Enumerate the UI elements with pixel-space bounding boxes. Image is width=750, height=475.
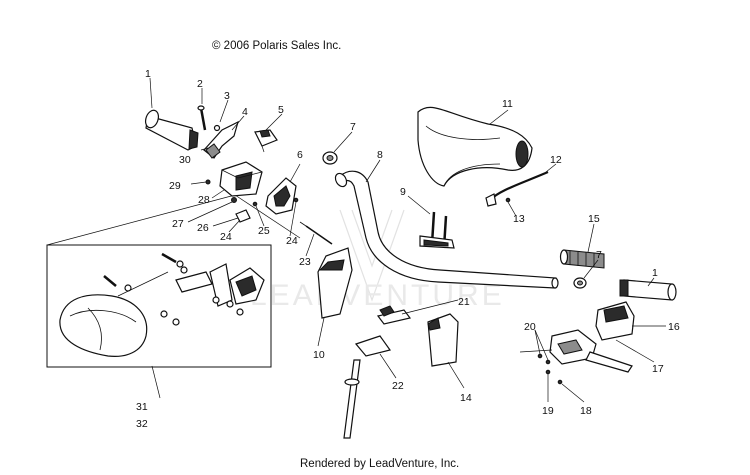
cable-23 — [299, 221, 333, 245]
callout-20: 20 — [524, 321, 536, 333]
callout-30: 30 — [179, 154, 191, 166]
callout-24a: 24 — [220, 231, 232, 243]
callout-29: 29 — [169, 180, 181, 192]
callout-13: 13 — [513, 213, 525, 225]
housing-28 — [219, 161, 263, 197]
screw-29 — [205, 179, 211, 185]
callout-19: 19 — [542, 405, 554, 417]
inset-headlight — [59, 294, 148, 357]
brake-master-17 — [519, 329, 633, 373]
callout-7a: 7 — [350, 121, 356, 133]
screw-18 — [557, 379, 563, 385]
watermark: LEADVENTURE — [250, 209, 505, 312]
callout-23: 23 — [299, 256, 311, 268]
handlebar-8 — [334, 170, 559, 289]
callout-4: 4 — [242, 106, 248, 118]
inset-box — [46, 244, 272, 368]
callout-2: 2 — [197, 78, 203, 90]
throttle-lever — [203, 120, 239, 159]
inset-bracket — [175, 263, 265, 316]
callout-3: 3 — [224, 90, 230, 102]
callout-1b: 1 — [652, 267, 658, 279]
callout-17: 17 — [652, 363, 664, 375]
screw-2 — [197, 105, 207, 131]
callout-18: 18 — [580, 405, 592, 417]
handlebar-pad-11 — [417, 106, 533, 187]
callout-15: 15 — [588, 213, 600, 225]
grommet-7b — [573, 277, 587, 289]
callout-1: 1 — [145, 68, 151, 80]
callout-27: 27 — [172, 218, 184, 230]
screw-24 — [293, 197, 299, 203]
callout-labels: 1 2 3 4 5 30 29 6 7 8 9 11 12 13 15 7 1 … — [136, 68, 680, 430]
callout-28: 28 — [198, 194, 210, 206]
copyright-text: © 2006 Polaris Sales Inc. — [212, 40, 342, 52]
nut-27 — [231, 197, 237, 203]
washer-25 — [252, 201, 258, 207]
cable-12 — [485, 170, 549, 207]
throttle-housing-6 — [265, 177, 297, 215]
footer-text: Rendered by LeadVenture, Inc. — [300, 458, 460, 470]
cover-14 — [427, 313, 459, 367]
switch-5 — [254, 129, 278, 153]
screw-20b — [545, 359, 551, 365]
callout-16: 16 — [668, 321, 680, 333]
callout-22: 22 — [392, 380, 404, 392]
callout-10: 10 — [313, 349, 325, 361]
callout-26: 26 — [197, 222, 209, 234]
callout-25: 25 — [258, 225, 270, 237]
callout-21: 21 — [458, 296, 470, 308]
watermark-text: LEADVENTURE — [250, 279, 505, 312]
callout-6: 6 — [297, 149, 303, 161]
callout-9: 9 — [400, 186, 406, 198]
screw-20a — [537, 353, 543, 359]
callout-5: 5 — [278, 104, 284, 116]
callout-24b: 24 — [286, 235, 298, 247]
leader-lines — [149, 77, 666, 403]
switch-housing-16 — [595, 301, 635, 341]
cover-10 — [317, 247, 353, 319]
left-grip — [144, 109, 199, 151]
callout-32: 32 — [136, 418, 148, 430]
callout-8: 8 — [377, 149, 383, 161]
screw-19 — [545, 369, 551, 375]
callout-7b: 7 — [596, 249, 602, 261]
right-grip-1 — [619, 279, 677, 301]
grommet-7a — [322, 151, 338, 165]
clamp-21 — [376, 305, 412, 325]
callout-14: 14 — [460, 392, 472, 404]
callout-12: 12 — [550, 154, 562, 166]
screw-13 — [505, 197, 511, 203]
clamp-bolts-9 — [419, 211, 455, 249]
inset-hardware — [103, 252, 188, 326]
clip-26 — [235, 209, 251, 223]
callout-11: 11 — [502, 98, 513, 110]
right-grip-15 — [559, 249, 605, 269]
steering-post-22 — [343, 335, 392, 439]
callout-31: 31 — [136, 401, 148, 413]
